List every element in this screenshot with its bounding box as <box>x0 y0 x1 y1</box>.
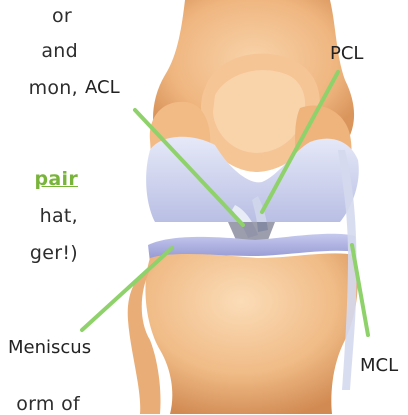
pcl-label: PCL <box>330 43 363 64</box>
meniscus-label: Meniscus <box>8 337 91 358</box>
tibia <box>145 253 357 414</box>
mcl-label: MCL <box>360 355 398 376</box>
acl-label: ACL <box>85 77 120 98</box>
